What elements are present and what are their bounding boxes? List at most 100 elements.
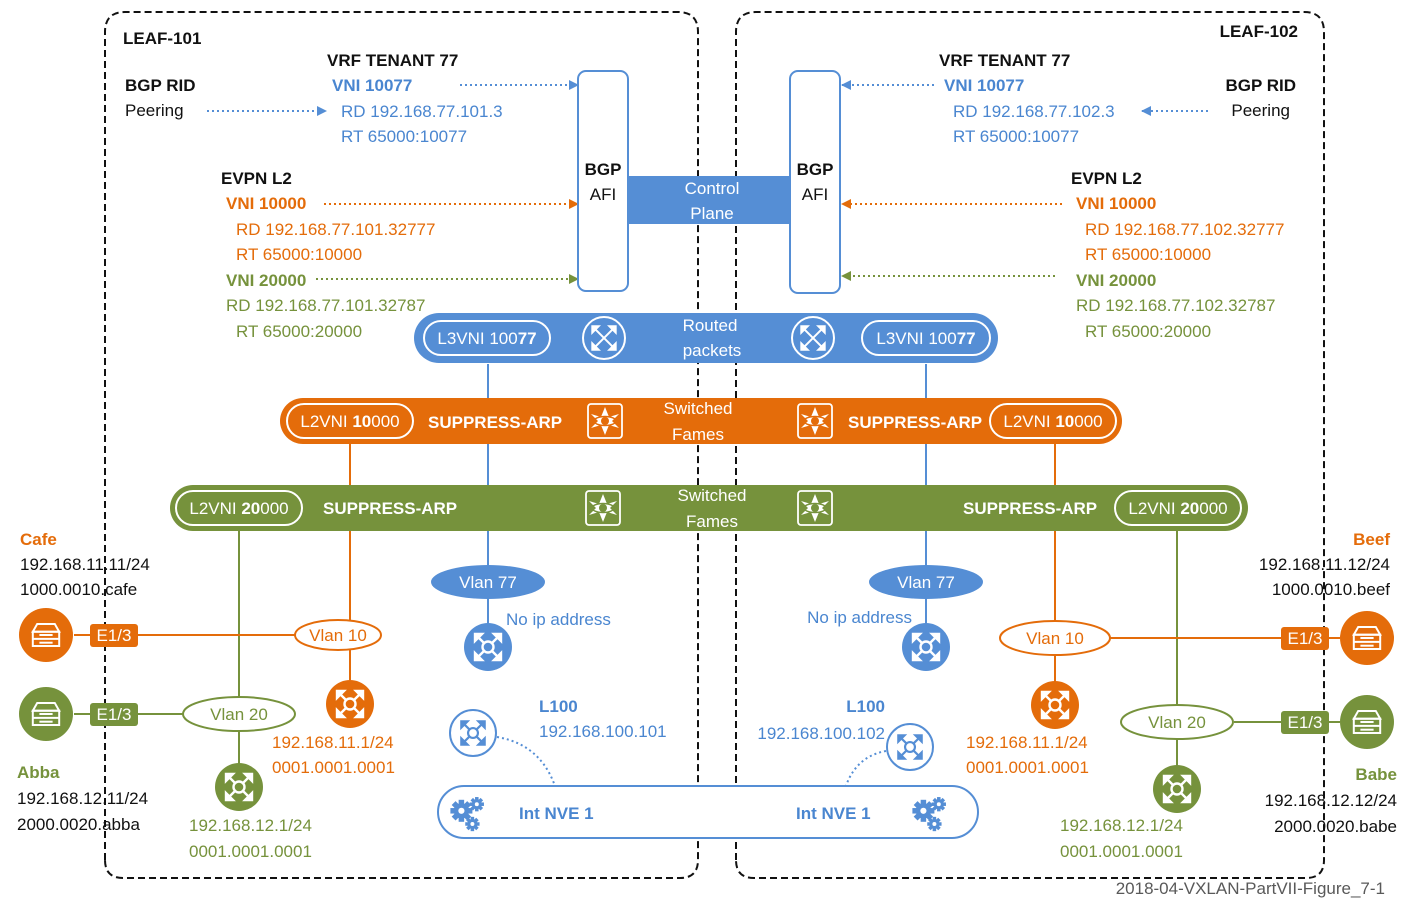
leaf-102-title: LEAF-102 [1220, 22, 1298, 41]
bgp-afi-102-line1: BGP [797, 160, 834, 179]
vrf-rt-102: RT 65000:10077 [953, 127, 1079, 146]
evpn-vni20000-101: VNI 20000 [226, 271, 306, 290]
leaf-101-boundary [104, 11, 699, 879]
l3vni-bar [414, 313, 998, 363]
nve-label-102: Int NVE 1 [796, 804, 871, 823]
host-beef-mac: 1000.0010.beef [1272, 580, 1390, 599]
suppress-arp-orange-102: SUPPRESS-ARP [848, 413, 982, 432]
l2vni20000-label-101: L2VNI 20000 [189, 499, 288, 518]
control-plane-bar [628, 176, 790, 224]
svi10-mac-101: 0001.0001.0001 [272, 758, 395, 777]
l3vni-pill-101 [423, 320, 551, 356]
evpn-heading-102: EVPN L2 [1071, 169, 1142, 188]
l2vni10000-label-102: L2VNI 10000 [1003, 412, 1102, 431]
switched-orange-line2: Fames [672, 425, 724, 444]
vlan77-label-101: Vlan 77 [459, 573, 517, 592]
evpn-vni10000-102: VNI 10000 [1076, 194, 1156, 213]
l3vni-label-102: L3VNI 10077 [876, 329, 975, 348]
bgp-afi-101-line2: AFI [590, 185, 616, 204]
control-plane-line2: Plane [690, 204, 733, 223]
vrf-heading-101: VRF TENANT 77 [327, 51, 458, 70]
vrf-vni-102: VNI 10077 [944, 76, 1024, 95]
figure-caption: 2018-04-VXLAN-PartVII-Figure_7-1 [1116, 879, 1385, 898]
evpn-rt10000-101: RT 65000:10000 [236, 245, 362, 264]
evpn-rd10000-102: RD 192.168.77.102.32777 [1085, 220, 1284, 239]
host-cafe-mac: 1000.0010.cafe [20, 580, 137, 599]
leaf-101-title: LEAF-101 [123, 29, 201, 48]
l2vni10000-pill-102 [989, 403, 1117, 439]
svi77-router-icon-101 [464, 623, 512, 671]
vlan10-ellipse-101 [294, 619, 382, 651]
nve-bar [437, 785, 979, 839]
l2vni10000-pill-101 [286, 403, 414, 439]
host-babe-ip: 192.168.12.12/24 [1265, 791, 1397, 810]
vlan77-label-102: Vlan 77 [897, 573, 955, 592]
l2vni20000-pill-102 [1114, 490, 1242, 526]
svi20-router-icon-102 [1153, 765, 1201, 813]
host-abba-name: Abba [17, 763, 60, 782]
vlan10-ellipse-102 [999, 620, 1111, 656]
evpn-rt20000-102: RT 65000:20000 [1085, 322, 1211, 341]
vlan20-ellipse-101 [182, 696, 296, 732]
vrf-vni-101: VNI 10077 [332, 76, 412, 95]
loopback-ip-102: 192.168.100.102 [757, 724, 885, 743]
host-babe-name: Babe [1355, 765, 1397, 784]
switched-green-line1: Switched [678, 486, 747, 505]
host-abba-ip: 192.168.12.11/24 [17, 789, 148, 808]
switched-orange-line1: Switched [664, 399, 733, 418]
evpn-vni20000-102: VNI 20000 [1076, 271, 1156, 290]
vlan20-label-102: Vlan 20 [1148, 713, 1206, 732]
svi20-ip-102: 192.168.12.1/24 [1060, 816, 1183, 835]
evpn-vni10000-101: VNI 10000 [226, 194, 306, 213]
suppress-arp-orange-101: SUPPRESS-ARP [428, 413, 562, 432]
nve-label-101: Int NVE 1 [519, 804, 594, 823]
port-beef [1281, 627, 1329, 650]
routed-line2: packets [683, 341, 742, 360]
l2vni10000-label-101: L2VNI 10000 [300, 412, 399, 431]
switched-green-line2: Fames [686, 512, 738, 531]
loopback-ip-101: 192.168.100.101 [539, 722, 667, 741]
l3-router-icon-101 [582, 316, 626, 360]
loopback-router-icon-101 [449, 709, 497, 757]
vlan77-ellipse-102 [869, 565, 983, 599]
port-abba-label: E1/3 [97, 705, 132, 724]
evpn-rt10000-102: RT 65000:10000 [1085, 245, 1211, 264]
host-cafe-ip: 192.168.11.11/24 [20, 555, 150, 574]
routed-line1: Routed [683, 316, 738, 335]
vlan10-label-102: Vlan 10 [1026, 629, 1084, 648]
svi10-router-icon-101 [326, 680, 374, 728]
l2vni10000-bar [280, 398, 1122, 444]
svi20-router-icon-101 [215, 763, 263, 811]
evpn-rt20000-101: RT 65000:20000 [236, 322, 362, 341]
host-beef-ip: 192.168.11.12/24 [1259, 555, 1390, 574]
port-babe-label: E1/3 [1288, 713, 1323, 732]
vrf-rt-101: RT 65000:10077 [341, 127, 467, 146]
loopback-name-101: L100 [539, 697, 578, 716]
l2vni20000-label-102: L2VNI 20000 [1128, 499, 1227, 518]
bgp-rid-heading-102: BGP RID [1225, 76, 1296, 95]
host-babe-mac: 2000.0020.babe [1274, 817, 1397, 836]
port-babe [1281, 711, 1329, 734]
port-cafe [90, 624, 138, 647]
l3-router-icon-102 [791, 316, 835, 360]
port-beef-label: E1/3 [1288, 629, 1323, 648]
bgp-rid-label-102: Peering [1231, 101, 1290, 120]
svi20-mac-102: 0001.0001.0001 [1060, 842, 1183, 861]
loopback-name-102: L100 [846, 697, 885, 716]
host-cafe-name: Cafe [20, 530, 57, 549]
vrf-rd-102: RD 192.168.77.102.3 [953, 102, 1115, 121]
evpn-rd10000-101: RD 192.168.77.101.32777 [236, 220, 435, 239]
vrf-rd-101: RD 192.168.77.101.3 [341, 102, 503, 121]
bgp-afi-box-101 [577, 70, 629, 292]
svi20-mac-101: 0001.0001.0001 [189, 842, 312, 861]
vlan10-label-101: Vlan 10 [309, 626, 367, 645]
svi10-mac-102: 0001.0001.0001 [966, 758, 1089, 777]
l2vni20000-bar [170, 485, 1248, 531]
port-cafe-label: E1/3 [97, 626, 132, 645]
l3vni-pill-102 [861, 320, 991, 356]
svi10-router-icon-102 [1031, 681, 1079, 729]
svi10-ip-101: 192.168.11.1/24 [272, 733, 394, 752]
vlan20-label-101: Vlan 20 [210, 705, 268, 724]
vlan77-note-102: No ip address [807, 608, 912, 627]
